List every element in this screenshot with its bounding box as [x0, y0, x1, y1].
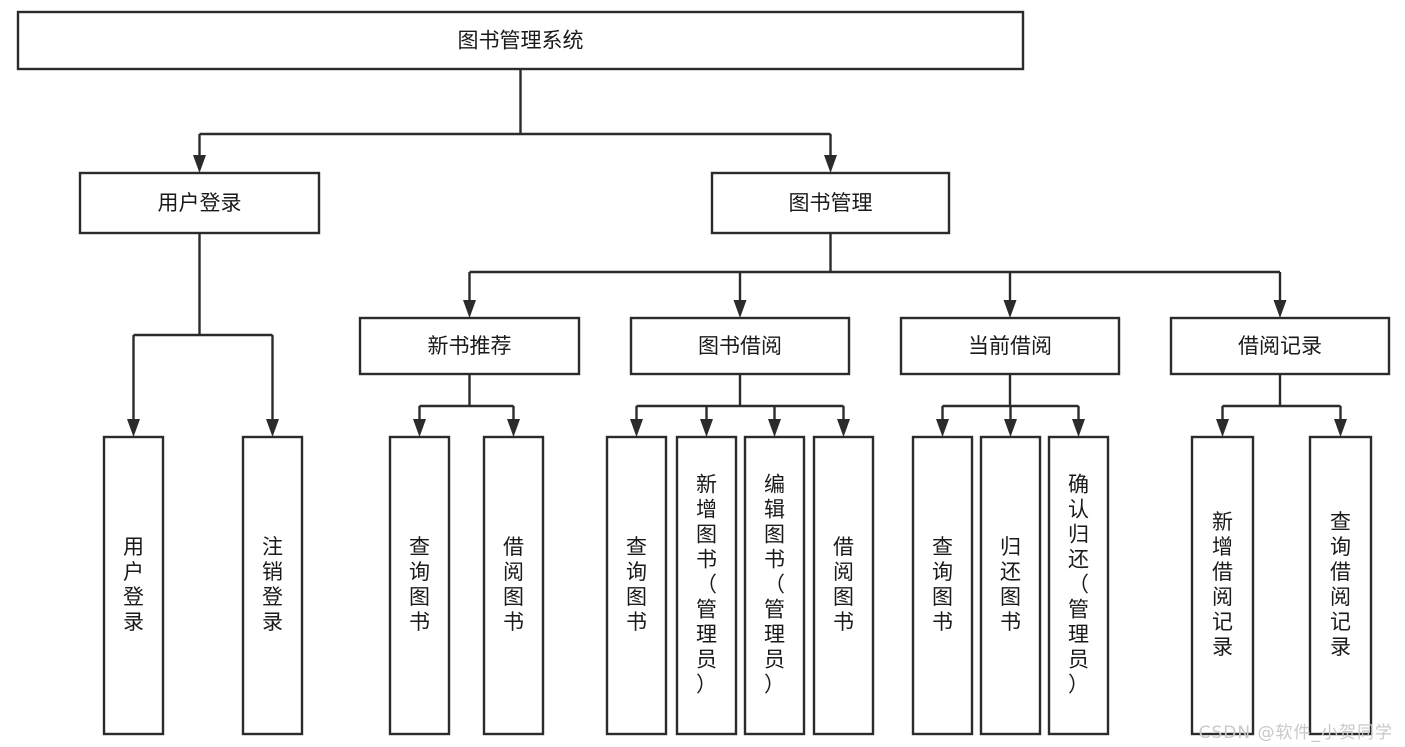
node-label-new-book-recommend: 新书推荐	[428, 334, 512, 358]
node-leaf-edit-book[interactable]: 编辑图书（管理员）	[743, 435, 806, 736]
node-leaf-query-book-rec[interactable]: 查询图书	[388, 435, 451, 736]
node-label-leaf-add-record: 新增借阅记录	[1212, 510, 1233, 659]
node-leaf-add-record[interactable]: 新增借阅记录	[1190, 435, 1255, 736]
node-label-leaf-confirm-return: 确认归还（管理员）	[1068, 473, 1089, 697]
connector-group-root	[193, 69, 837, 173]
node-current-borrow[interactable]: 当前借阅	[899, 316, 1121, 376]
arrow-head-leaf-add-record	[1216, 419, 1229, 437]
node-leaf-return-book[interactable]: 归还图书	[979, 435, 1042, 736]
node-box-leaf-query-record[interactable]	[1308, 435, 1373, 736]
node-box-leaf-confirm-return[interactable]	[1047, 435, 1110, 736]
arrow-head-leaf-edit-book	[768, 419, 781, 437]
node-box-leaf-borrow-book-rec[interactable]	[482, 435, 545, 736]
arrow-head-leaf-add-book	[700, 419, 713, 437]
node-label-book-manage: 图书管理	[789, 191, 873, 215]
arrow-head-user-login	[193, 155, 206, 173]
arrow-head-leaf-borrow-book-rec	[507, 419, 520, 437]
arrow-head-leaf-query-book-rec	[413, 419, 426, 437]
node-box-new-book-recommend[interactable]	[358, 316, 581, 376]
node-box-leaf-query-book-rec[interactable]	[388, 435, 451, 736]
node-label-leaf-return-book: 归还图书	[1000, 535, 1021, 634]
node-label-leaf-query-book-borrow: 查询图书	[626, 535, 647, 634]
node-leaf-query-record[interactable]: 查询借阅记录	[1308, 435, 1373, 736]
node-label-leaf-edit-book: 编辑图书（管理员）	[764, 473, 785, 697]
node-box-user-login[interactable]	[78, 171, 321, 235]
node-box-leaf-user-login[interactable]	[102, 435, 165, 736]
node-box-leaf-query-book-current[interactable]	[911, 435, 974, 736]
node-root[interactable]: 图书管理系统	[16, 10, 1025, 71]
node-label-user-login: 用户登录	[158, 191, 242, 215]
arrow-head-leaf-user-logout	[266, 419, 279, 437]
node-box-book-borrow[interactable]	[629, 316, 851, 376]
node-label-leaf-query-book-current: 查询图书	[932, 535, 953, 634]
node-box-root[interactable]	[16, 10, 1025, 71]
node-leaf-borrow-book-rec[interactable]: 借阅图书	[482, 435, 545, 736]
node-leaf-borrow-book[interactable]: 借阅图书	[812, 435, 875, 736]
connector-group-new-book-recommend	[413, 374, 520, 437]
node-label-leaf-borrow-book: 借阅图书	[833, 535, 854, 634]
connector-group-book-borrow	[630, 374, 850, 437]
node-label-leaf-user-logout: 注销登录	[262, 535, 283, 634]
arrow-head-book-borrow	[733, 300, 747, 318]
arrow-head-leaf-confirm-return	[1072, 419, 1085, 437]
connector-layer	[127, 69, 1347, 437]
node-box-leaf-edit-book[interactable]	[743, 435, 806, 736]
node-box-leaf-add-record[interactable]	[1190, 435, 1255, 736]
arrow-head-leaf-return-book	[1004, 419, 1017, 437]
node-label-root: 图书管理系统	[458, 29, 584, 53]
arrow-head-leaf-query-record	[1334, 419, 1347, 437]
node-book-borrow[interactable]: 图书借阅	[629, 316, 851, 376]
node-label-leaf-query-record: 查询借阅记录	[1330, 510, 1351, 659]
node-box-book-manage[interactable]	[710, 171, 951, 235]
node-leaf-query-book-borrow[interactable]: 查询图书	[605, 435, 668, 736]
node-leaf-user-login[interactable]: 用户登录	[102, 435, 165, 736]
node-book-manage[interactable]: 图书管理	[710, 171, 951, 235]
arrow-head-leaf-borrow-book	[837, 419, 850, 437]
node-box-leaf-borrow-book[interactable]	[812, 435, 875, 736]
connector-group-book-manage	[463, 233, 1287, 318]
node-box-leaf-query-book-borrow[interactable]	[605, 435, 668, 736]
node-borrow-record[interactable]: 借阅记录	[1169, 316, 1391, 376]
node-label-leaf-query-book-rec: 查询图书	[409, 535, 430, 634]
node-leaf-add-book[interactable]: 新增图书（管理员）	[675, 435, 738, 736]
arrow-head-book-manage	[824, 155, 837, 173]
node-label-current-borrow: 当前借阅	[968, 334, 1052, 358]
node-box-leaf-return-book[interactable]	[979, 435, 1042, 736]
connector-group-current-borrow	[936, 374, 1085, 437]
node-box-leaf-add-book[interactable]	[675, 435, 738, 736]
arrow-head-new-book-recommend	[463, 300, 476, 318]
node-label-leaf-user-login: 用户登录	[123, 535, 144, 634]
node-label-book-borrow: 图书借阅	[698, 334, 782, 358]
node-leaf-user-logout[interactable]: 注销登录	[241, 435, 304, 736]
node-box-borrow-record[interactable]	[1169, 316, 1391, 376]
watermark-label: CSDN @软件_小贺同学	[1198, 723, 1393, 743]
node-box-leaf-user-logout[interactable]	[241, 435, 304, 736]
arrow-head-borrow-record	[1273, 300, 1287, 318]
node-leaf-confirm-return[interactable]: 确认归还（管理员）	[1047, 435, 1110, 736]
node-new-book-recommend[interactable]: 新书推荐	[358, 316, 581, 376]
arrow-head-current-borrow	[1003, 300, 1017, 318]
connector-group-user-login	[127, 233, 279, 437]
node-label-leaf-borrow-book-rec: 借阅图书	[503, 535, 524, 634]
node-leaf-query-book-current[interactable]: 查询图书	[911, 435, 974, 736]
arrow-head-leaf-user-login	[127, 419, 140, 437]
node-label-leaf-add-book: 新增图书（管理员）	[696, 473, 717, 697]
node-layer: 图书管理系统用户登录图书管理新书推荐图书借阅当前借阅借阅记录用户登录注销登录查询…	[16, 10, 1391, 736]
arrow-head-leaf-query-book-borrow	[630, 419, 643, 437]
arrow-head-leaf-query-book-current	[936, 419, 949, 437]
node-user-login[interactable]: 用户登录	[78, 171, 321, 235]
connector-group-borrow-record	[1216, 374, 1347, 437]
node-box-current-borrow[interactable]	[899, 316, 1121, 376]
node-label-borrow-record: 借阅记录	[1238, 334, 1322, 358]
